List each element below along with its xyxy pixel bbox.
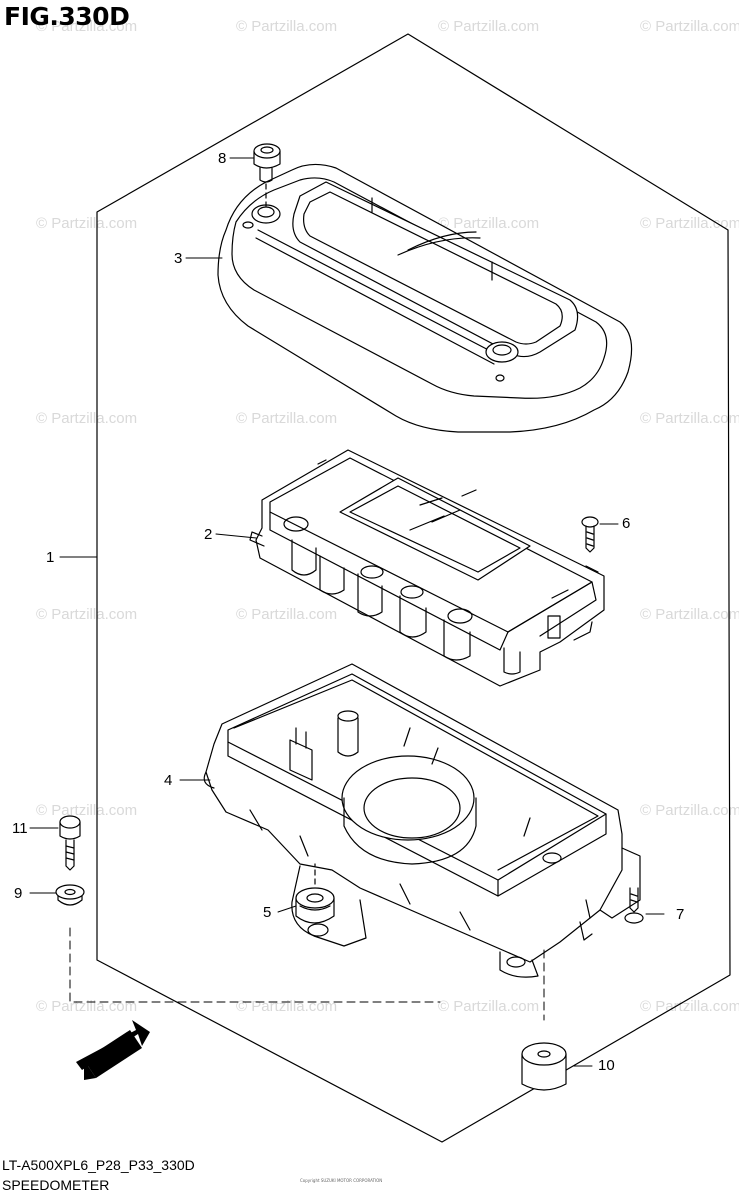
watermark-text: © Partzilla.com bbox=[36, 410, 138, 427]
watermark-text: © Partzilla.com bbox=[36, 18, 138, 35]
callout-11: 11 bbox=[12, 820, 28, 837]
grommet-drawing bbox=[295, 863, 335, 924]
watermark-text: © Partzilla.com bbox=[640, 410, 739, 427]
cushion-drawing bbox=[521, 1042, 567, 1091]
callout-4: 4 bbox=[164, 772, 173, 789]
watermark-text: © Partzilla.com bbox=[236, 410, 338, 427]
callout-3: 3 bbox=[174, 250, 183, 267]
watermark-text: © Partzilla.com bbox=[236, 606, 338, 623]
figure-title: FIG.330D bbox=[4, 2, 130, 31]
assembly-name: SPEEDOMETER bbox=[2, 1177, 110, 1193]
meter-cover-drawing bbox=[217, 163, 633, 433]
callout-1: 1 bbox=[46, 549, 55, 566]
assembly-outline bbox=[96, 33, 731, 1143]
washer-9-drawing bbox=[55, 884, 85, 906]
callout-8: 8 bbox=[218, 150, 227, 167]
callout-10: 10 bbox=[598, 1057, 615, 1074]
watermark-text: © Partzilla.com bbox=[36, 802, 138, 819]
screw-6-drawing bbox=[581, 516, 599, 553]
watermark-text: © Partzilla.com bbox=[640, 606, 739, 623]
watermark-text: © Partzilla.com bbox=[36, 215, 138, 232]
screw-7-drawing bbox=[624, 887, 644, 924]
watermark-text: © Partzilla.com bbox=[236, 18, 338, 35]
watermark-text: © Partzilla.com bbox=[438, 18, 540, 35]
watermark-text: © Partzilla.com bbox=[640, 18, 739, 35]
copyright-fine-print: Copyright SUZUKI MOTOR CORPORATION bbox=[300, 1178, 383, 1183]
watermark-text: © Partzilla.com bbox=[438, 998, 540, 1015]
meter-case-drawing bbox=[203, 663, 641, 978]
watermark-text: © Partzilla.com bbox=[36, 606, 138, 623]
callout-5: 5 bbox=[263, 904, 272, 921]
watermark-text: © Partzilla.com bbox=[36, 998, 138, 1015]
meter-unit-drawing bbox=[249, 449, 605, 687]
watermark-text: © Partzilla.com bbox=[640, 215, 739, 232]
callout-9: 9 bbox=[14, 885, 23, 902]
watermark-text: © Partzilla.com bbox=[640, 998, 739, 1015]
callout-7: 7 bbox=[676, 906, 685, 923]
watermark-text: © Partzilla.com bbox=[438, 215, 540, 232]
cover-bolt-drawing bbox=[253, 143, 281, 207]
callout-2: 2 bbox=[204, 526, 213, 543]
model-code: LT-A500XPL6_P28_P33_330D bbox=[2, 1157, 195, 1173]
fwd-arrow-icon bbox=[76, 1020, 150, 1080]
bolt-11-drawing bbox=[59, 815, 81, 871]
callout-6: 6 bbox=[622, 515, 631, 532]
watermark-text: © Partzilla.com bbox=[640, 802, 739, 819]
